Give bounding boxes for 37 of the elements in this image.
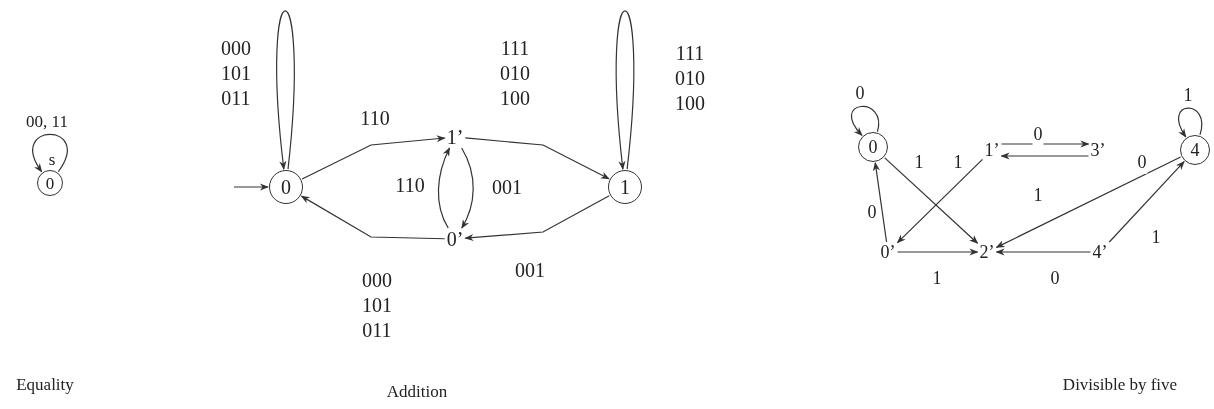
state-name: 0 — [868, 138, 878, 156]
transition-arrow — [995, 156, 1182, 248]
transition-arrow — [872, 161, 888, 243]
state-label: 0’ — [880, 243, 896, 261]
transition-arrow — [464, 195, 610, 242]
state-label: 0’ — [446, 229, 464, 249]
state-name: 1 — [620, 177, 630, 197]
transition-arrow — [437, 147, 451, 229]
transition-arrow — [1108, 161, 1185, 243]
state-label: 3’ — [1090, 141, 1106, 159]
transition-arrow — [896, 158, 984, 244]
state-label: 2’ — [979, 243, 995, 261]
state-name: 0 — [281, 177, 291, 197]
state-label: 1’ — [446, 127, 464, 147]
state-label: 1’ — [984, 141, 1000, 159]
transition-arrow — [850, 105, 880, 137]
transition-arrow — [995, 248, 1092, 256]
state-name: 4 — [1190, 141, 1200, 159]
transition-arrow — [300, 195, 446, 240]
diagram-caption: Divisible by five — [1061, 374, 1179, 396]
transition-arrow — [464, 137, 610, 180]
transition-arrow — [461, 147, 474, 229]
state-label: 4’ — [1092, 243, 1108, 261]
transition-arrow — [1000, 152, 1090, 160]
state-name: 0 — [45, 174, 55, 192]
diagram-caption: Addition — [385, 381, 449, 403]
transition-arrow — [1000, 140, 1090, 148]
transition-arrow — [233, 183, 269, 191]
loop-symbol: s — [47, 149, 57, 171]
transition-arrow — [301, 135, 446, 180]
diagram-caption: Equality — [15, 374, 75, 396]
transition-arrow — [615, 10, 635, 170]
transition-arrow — [896, 248, 979, 256]
transition-arrow — [884, 157, 979, 244]
transition-arrow — [276, 10, 295, 171]
transition-arrow — [32, 133, 68, 173]
transition-arrow — [1178, 107, 1203, 138]
